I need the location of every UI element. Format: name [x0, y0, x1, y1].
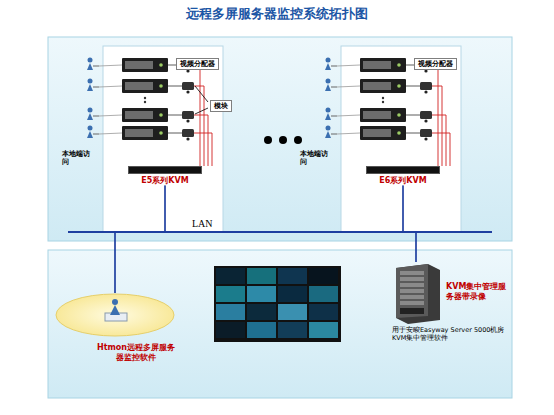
- software-label: Htmon远程多屏服务器监控软件: [95, 343, 177, 363]
- ellipsis-dot: [279, 136, 287, 144]
- kvm-bar: [366, 166, 440, 174]
- rack-panel: [103, 46, 223, 232]
- network-cable: [115, 186, 403, 293]
- network-cable: [403, 186, 416, 262]
- equipment: [87, 58, 450, 167]
- tag-node: 模块: [210, 100, 232, 112]
- access-label: 本地端访问: [300, 150, 330, 167]
- box-label: 模块: [210, 100, 232, 112]
- ellipse-node: Htmon远程多屏服务器监控软件: [55, 293, 175, 363]
- server-note: 用于安畯Easyway Server 5000机房KVM集中管理软件: [392, 326, 508, 343]
- server-label: KVM集中管理服务器带录像: [446, 282, 508, 302]
- server-node: KVM集中管理服务器带录像用于安畯Easyway Server 5000机房KV…: [388, 262, 510, 345]
- upper-region: [48, 37, 512, 241]
- kvm-node: E5系列KVM: [128, 166, 202, 186]
- server-tower: [388, 262, 444, 324]
- ellipsis-dot: [294, 136, 302, 144]
- console-ellipse: [55, 293, 175, 339]
- rack-panel: [341, 46, 461, 232]
- diagram-title: 远程多屏服务器监控系统拓扑图: [0, 5, 554, 23]
- lower-region: [48, 250, 512, 398]
- kvm-bar: [128, 166, 202, 174]
- ellipsis-dot: [264, 136, 272, 144]
- tag-node: 视频分配器: [176, 58, 219, 70]
- network-label: LAN: [192, 218, 213, 230]
- tag-node: 视频分配器: [414, 58, 457, 70]
- kvm-label: E6系列KVM: [366, 176, 440, 186]
- box-label: 视频分配器: [414, 58, 457, 70]
- kvm-label: E5系列KVM: [128, 176, 202, 186]
- access-label: 本地端访问: [62, 150, 92, 167]
- monitor-wall: [214, 266, 341, 342]
- network-cable: [115, 186, 165, 293]
- box-label: 视频分配器: [176, 58, 219, 70]
- network-cable: [165, 186, 416, 262]
- kvm-node: E6系列KVM: [366, 166, 440, 186]
